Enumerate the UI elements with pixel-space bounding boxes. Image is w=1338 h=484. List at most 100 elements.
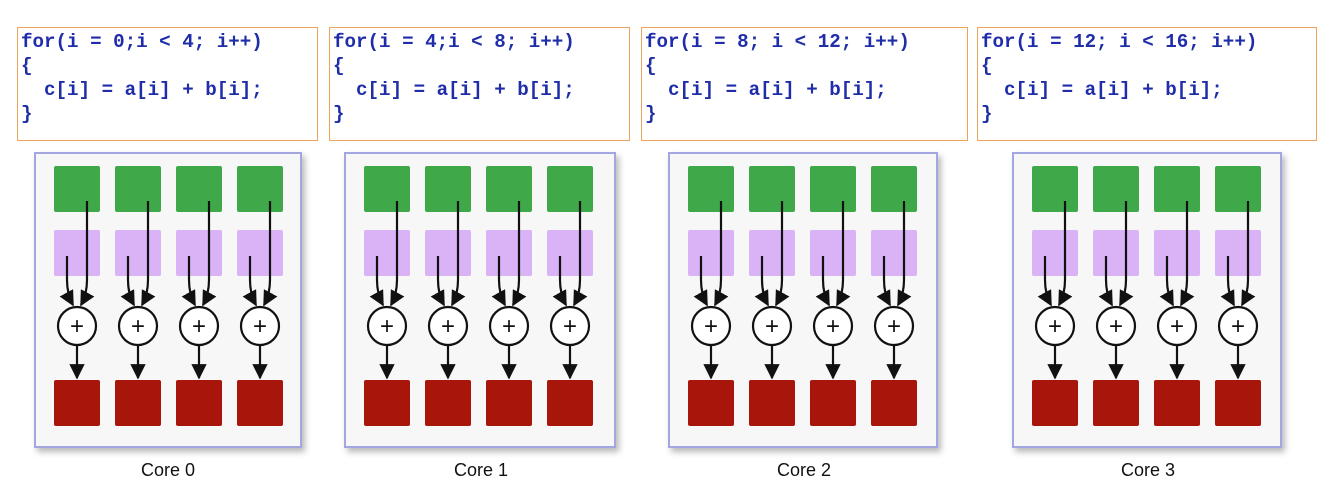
input-b-register: [1215, 230, 1261, 276]
code-text: for(i = 0;i < 4; i++){ c[i] = a[i] + b[i…: [18, 28, 317, 126]
code-block-3: for(i = 12; i < 16; i++){ c[i] = a[i] + …: [977, 27, 1317, 141]
plus-sign: +: [826, 313, 840, 340]
arrow-a-to-add: [1180, 201, 1195, 307]
output-c-register: [547, 380, 593, 426]
arrow-b-to-add: [1159, 256, 1174, 307]
output-c-register: [688, 380, 734, 426]
arrow-a-to-add: [714, 201, 729, 307]
arrow-a-to-add: [512, 201, 527, 307]
input-b-register: [1154, 230, 1200, 276]
input-a-register: [425, 166, 471, 212]
code-line-open-brace: {: [333, 55, 345, 77]
code-block-1: for(i = 4;i < 8; i++){ c[i] = a[i] + b[i…: [329, 27, 630, 141]
plus-sign: +: [131, 313, 145, 340]
output-c-register: [810, 380, 856, 426]
plus-sign: +: [253, 313, 267, 340]
code-line-for: for(i = 4;i < 8; i++): [333, 31, 575, 53]
input-b-register: [1093, 230, 1139, 276]
lane: +: [425, 166, 471, 426]
input-b-register: [547, 230, 593, 276]
core-panel-0: + + + +: [34, 152, 302, 448]
code-line-for: for(i = 12; i < 16; i++): [981, 31, 1258, 53]
code-text: for(i = 12; i < 16; i++){ c[i] = a[i] + …: [978, 28, 1316, 126]
arrow-a-to-add: [1119, 201, 1134, 307]
lane: +: [115, 166, 161, 426]
arrow-a-to-add: [390, 201, 405, 307]
code-line-for: for(i = 8; i < 12; i++): [645, 31, 910, 53]
lane: +: [810, 166, 856, 426]
plus-sign: +: [1170, 313, 1184, 340]
input-a-register: [547, 166, 593, 212]
input-b-register: [54, 230, 100, 276]
input-a-register: [1093, 166, 1139, 212]
output-c-register: [486, 380, 532, 426]
arrow-a-to-add: [573, 201, 588, 307]
input-a-register: [237, 166, 283, 212]
lane: +: [749, 166, 795, 426]
code-line-body: c[i] = a[i] + b[i];: [21, 79, 263, 101]
code-line-open-brace: {: [21, 55, 33, 77]
plus-sign: +: [380, 313, 394, 340]
lane: +: [1215, 166, 1261, 426]
code-line-for: for(i = 0;i < 4; i++): [21, 31, 263, 53]
output-c-register: [115, 380, 161, 426]
code-line-close-brace: }: [333, 103, 345, 125]
simd-lanes-diagram: + + + +: [1032, 166, 1261, 426]
lane: +: [1032, 166, 1078, 426]
arrow-a-to-add: [141, 201, 156, 307]
arrow-b-to-add: [754, 256, 769, 307]
plus-sign: +: [192, 313, 206, 340]
lane: +: [1093, 166, 1139, 426]
input-a-register: [1032, 166, 1078, 212]
arrow-b-to-add: [120, 256, 135, 307]
input-a-register: [1215, 166, 1261, 212]
input-b-register: [749, 230, 795, 276]
lane: +: [1154, 166, 1200, 426]
arrow-a-to-add: [451, 201, 466, 307]
lane: +: [547, 166, 593, 426]
code-line-close-brace: }: [645, 103, 657, 125]
lane: +: [54, 166, 100, 426]
input-a-register: [871, 166, 917, 212]
simd-lanes-diagram: ++++: [688, 166, 917, 426]
plus-sign: +: [765, 313, 779, 340]
output-c-register: [237, 380, 283, 426]
code-line-close-brace: }: [21, 103, 33, 125]
input-a-register: [364, 166, 410, 212]
arrow-a-to-add: [897, 201, 912, 307]
input-a-register: [749, 166, 795, 212]
arrow-b-to-add: [1220, 256, 1235, 307]
input-a-register: [115, 166, 161, 212]
lane: +: [176, 166, 222, 426]
core-panel-2: ++++: [668, 152, 938, 448]
code-block-0: for(i = 0;i < 4; i++){ c[i] = a[i] + b[i…: [17, 27, 318, 141]
output-c-register: [1215, 380, 1261, 426]
core-panel-1: ++++: [344, 152, 616, 448]
input-b-register: [115, 230, 161, 276]
input-b-register: [486, 230, 532, 276]
lane: +: [364, 166, 410, 426]
code-line-open-brace: {: [981, 55, 993, 77]
arrow-a-to-add: [836, 201, 851, 307]
code-line-open-brace: {: [645, 55, 657, 77]
arrow-b-to-add: [242, 256, 257, 307]
core-label-2: Core 2: [776, 460, 832, 480]
arrow-b-to-add: [876, 256, 891, 307]
arrow-b-to-add: [815, 256, 830, 307]
lane: +: [486, 166, 532, 426]
input-a-register: [54, 166, 100, 212]
arrow-a-to-add: [1241, 201, 1256, 307]
code-block-2: for(i = 8; i < 12; i++){ c[i] = a[i] + b…: [641, 27, 968, 141]
arrow-b-to-add: [491, 256, 506, 307]
arrow-a-to-add: [775, 201, 790, 307]
output-c-register: [871, 380, 917, 426]
plus-sign: +: [1048, 313, 1062, 340]
lane: +: [871, 166, 917, 426]
input-b-register: [871, 230, 917, 276]
arrow-a-to-add: [80, 201, 95, 307]
input-a-register: [688, 166, 734, 212]
arrow-a-to-add: [202, 201, 217, 307]
plus-sign: +: [1231, 313, 1245, 340]
plus-sign: +: [887, 313, 901, 340]
simd-lanes-diagram: + + + +: [54, 166, 283, 426]
